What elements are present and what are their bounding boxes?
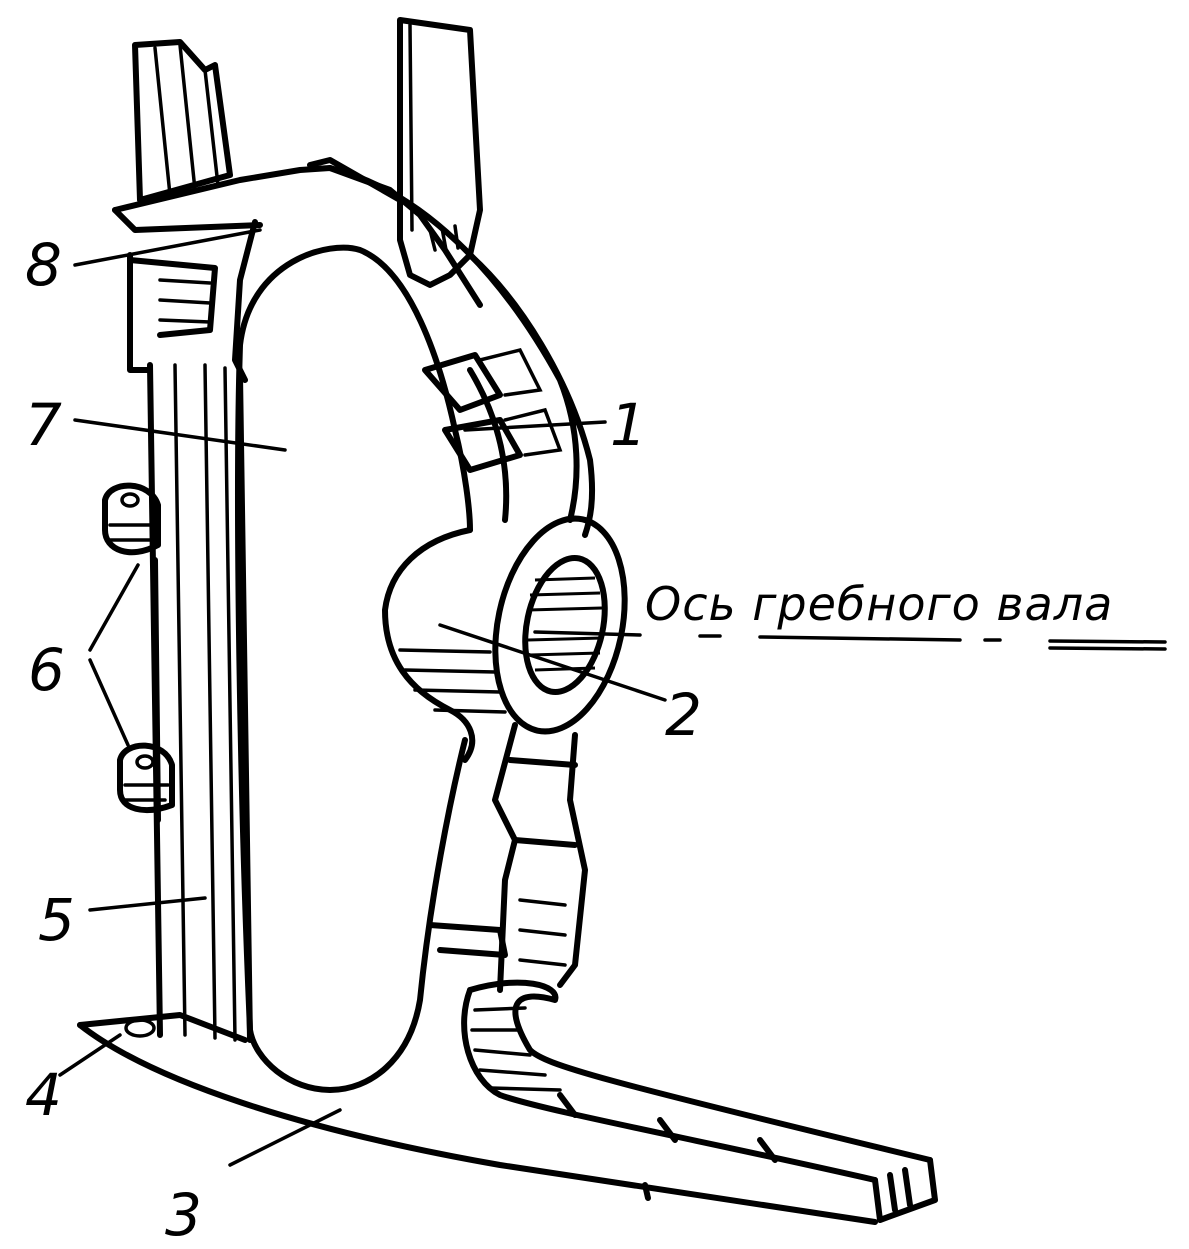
label-3: 3 bbox=[165, 1181, 202, 1249]
label-8: 8 bbox=[25, 231, 62, 299]
sole-piece bbox=[77, 979, 938, 1225]
leader-2 bbox=[438, 623, 667, 702]
leader-3 bbox=[228, 1108, 342, 1167]
upper-plate bbox=[307, 17, 483, 288]
ribbed-web bbox=[422, 347, 563, 523]
label-1: 1 bbox=[610, 391, 647, 459]
label-6: 6 bbox=[28, 636, 65, 704]
leader-lines bbox=[58, 228, 667, 1167]
shaft-boss bbox=[382, 515, 628, 763]
label-5: 5 bbox=[38, 886, 75, 954]
shaft-axis-label: Ось гребного вала bbox=[645, 577, 1113, 631]
stern-head bbox=[112, 165, 483, 383]
label-7: 7 bbox=[25, 391, 62, 459]
arch-body bbox=[235, 165, 596, 1093]
leader-1 bbox=[463, 420, 607, 432]
foot-bolt bbox=[124, 1018, 156, 1038]
gudgeons bbox=[102, 482, 175, 813]
leader-8 bbox=[73, 228, 262, 267]
label-4: 4 bbox=[25, 1061, 62, 1129]
rudder-post bbox=[127, 39, 253, 1043]
lower-post bbox=[427, 722, 588, 993]
shaft-axis bbox=[533, 630, 1167, 651]
leader-5 bbox=[88, 896, 207, 912]
leader-6a bbox=[88, 563, 140, 652]
label-2: 2 bbox=[665, 681, 702, 749]
leader-7 bbox=[73, 418, 287, 452]
leader-6b bbox=[88, 658, 130, 747]
leader-4 bbox=[58, 1033, 122, 1077]
